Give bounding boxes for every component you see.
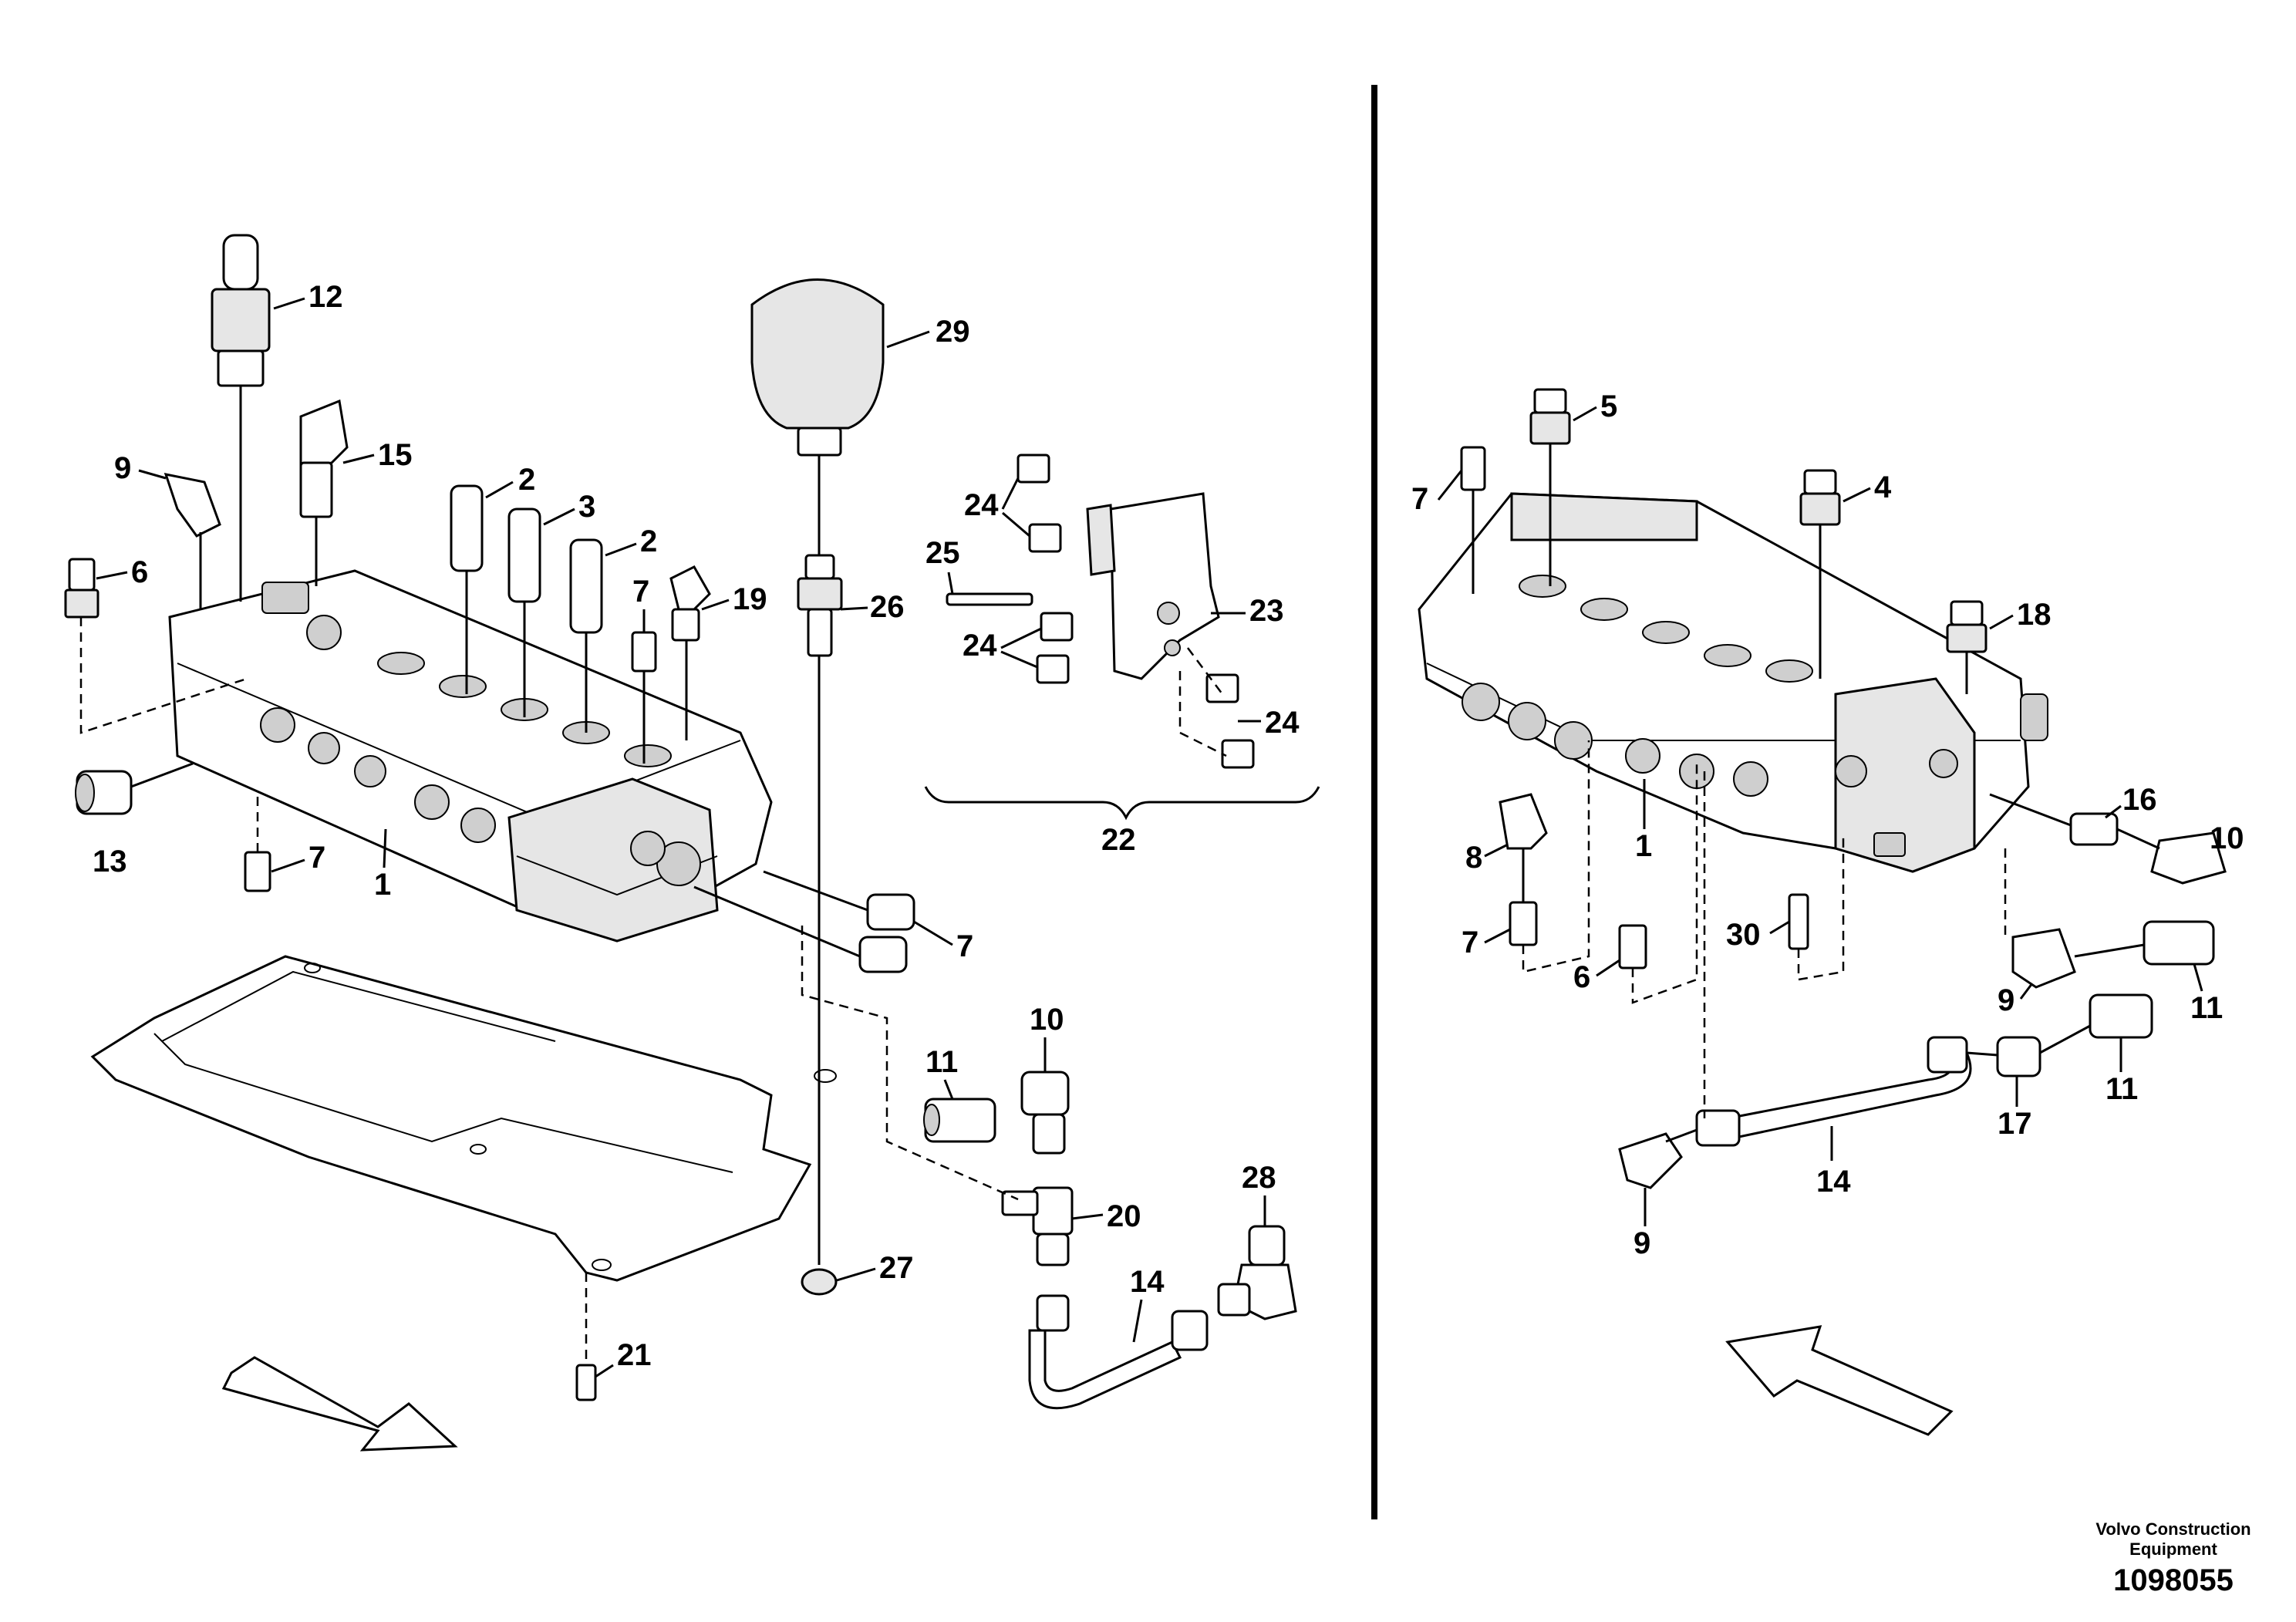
callout-14-left: 14 <box>1130 1265 1165 1299</box>
fitting-7-right-top <box>1460 446 1486 594</box>
fitting-6 <box>64 558 248 734</box>
hose-14-left <box>1028 1294 1209 1410</box>
callout-30: 30 <box>1726 918 1761 952</box>
callout-18: 18 <box>2017 598 2052 632</box>
callout-2a: 2 <box>518 463 535 497</box>
callout-4: 4 <box>1874 470 1892 504</box>
sensor-11-right-b <box>2089 993 2153 1039</box>
pressure-sensor-11 <box>923 1098 996 1143</box>
screw-21 <box>575 1273 597 1401</box>
tee-fitting-10 <box>1020 1071 1070 1155</box>
company-name-line2: Equipment <box>2129 1539 2217 1559</box>
fitting-18 <box>1946 600 1988 694</box>
callout-20: 20 <box>1107 1199 1141 1233</box>
solenoid-valve-group-22 <box>924 454 1320 821</box>
callout-9: 9 <box>114 451 131 485</box>
left-callouts: 12 29 9 15 2 3 2 6 7 19 26 1 13 7 7 7 10… <box>93 280 1300 1378</box>
cartridge-2a <box>450 484 484 694</box>
callout-12: 12 <box>308 280 343 314</box>
right-exploded-view <box>1418 388 2227 1436</box>
callout-14-right: 14 <box>1816 1165 1851 1199</box>
fitting-7-right-b <box>693 885 908 973</box>
tee-fitting-20 <box>801 926 1074 1266</box>
callout-7-bottom: 7 <box>308 841 325 875</box>
callout-24-b: 24 <box>963 629 997 663</box>
callout-6-right: 6 <box>1573 960 1590 994</box>
callout-3: 3 <box>578 490 595 524</box>
cartridge-3 <box>507 508 541 717</box>
accumulator-29 <box>750 278 885 555</box>
callout-11-right-a: 11 <box>2190 991 2223 1025</box>
callout-17: 17 <box>1998 1107 2032 1141</box>
elbow-fitting-9 <box>164 473 221 609</box>
fitting-13 <box>75 762 194 815</box>
fitting-19 <box>669 565 711 740</box>
callout-13: 13 <box>93 845 127 878</box>
callout-1-right: 1 <box>1635 829 1652 863</box>
callout-2b: 2 <box>640 524 657 558</box>
cartridge-2b <box>569 538 603 733</box>
direction-arrow-left <box>221 1356 458 1452</box>
fitting-8 <box>1499 793 1548 902</box>
fitting-7-top <box>631 631 657 764</box>
callout-24-c: 24 <box>1265 706 1300 740</box>
mounting-plate <box>90 955 837 1282</box>
callout-9-right: 9 <box>1998 983 2014 1017</box>
callout-10-right: 10 <box>2210 821 2244 855</box>
callout-7-r-low: 7 <box>1462 926 1478 959</box>
left-exploded-view <box>64 234 1320 1452</box>
callout-5: 5 <box>1600 389 1617 423</box>
callout-10-left: 10 <box>1030 1003 1064 1037</box>
callout-1-left: 1 <box>374 868 391 902</box>
fitting-6-right <box>1618 764 1698 1004</box>
pressure-switch-12 <box>211 234 271 602</box>
callout-24-a: 24 <box>964 488 999 522</box>
callout-21: 21 <box>617 1338 652 1372</box>
callout-25: 25 <box>925 536 960 570</box>
fitting-4 <box>1799 469 1841 679</box>
elbow-10-right <box>2116 828 2227 885</box>
callout-7-top: 7 <box>632 575 649 609</box>
footer-block: Volvo Construction Equipment 1098055 <box>2095 1519 2250 1597</box>
callout-7-r-top: 7 <box>1411 482 1428 516</box>
callout-22: 22 <box>1101 823 1136 857</box>
company-name-line1: Volvo Construction <box>2095 1519 2250 1539</box>
callout-27: 27 <box>879 1251 914 1285</box>
fitting-7-right-low <box>1509 740 1590 973</box>
sensor-11-right-a <box>2074 920 2215 966</box>
drawing-number: 1098055 <box>2113 1563 2234 1597</box>
elbow-28 <box>1217 1225 1297 1320</box>
callout-29: 29 <box>936 315 970 349</box>
valve-block-right <box>1418 492 2048 873</box>
callout-26: 26 <box>870 590 905 624</box>
fitting-5 <box>1529 388 1571 586</box>
callout-6: 6 <box>131 555 148 589</box>
callout-15: 15 <box>378 438 413 472</box>
callout-8: 8 <box>1465 841 1482 875</box>
right-callouts: 5 7 4 18 1 16 10 8 7 6 30 9 11 11 17 14 … <box>1411 389 2244 1260</box>
fitting-7-bottom <box>244 794 271 892</box>
fitting-16 <box>1989 793 2119 846</box>
elbow-9-right-bottom <box>1618 771 1706 1189</box>
valve-block-left <box>168 569 773 943</box>
elbow-fitting-15 <box>299 399 349 586</box>
callout-11-left: 11 <box>925 1045 958 1079</box>
callout-7-right-a: 7 <box>956 929 973 963</box>
elbow-9-right <box>2004 848 2076 989</box>
nut-27 <box>801 1268 838 1296</box>
callout-23: 23 <box>1249 594 1284 628</box>
callout-11-right-b: 11 <box>2106 1072 2138 1106</box>
callout-19: 19 <box>733 582 767 616</box>
screw-30 <box>1788 833 1845 981</box>
callout-9-right-bottom: 9 <box>1633 1226 1650 1260</box>
hose-14-right <box>1695 1036 1998 1147</box>
callout-28: 28 <box>1242 1161 1276 1195</box>
fitting-17 <box>1996 1024 2091 1077</box>
fitting-7-right-a <box>763 870 915 931</box>
direction-arrow-right <box>1725 1325 1954 1436</box>
callout-16: 16 <box>2122 783 2157 817</box>
fitting-26 <box>797 554 843 1265</box>
